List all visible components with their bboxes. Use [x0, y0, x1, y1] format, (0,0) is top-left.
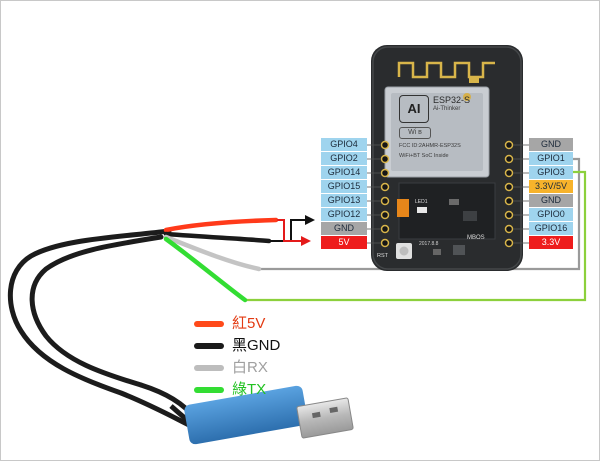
pin-label-left: GPIO12 [321, 208, 367, 221]
pin-label-left: 5V [321, 236, 367, 249]
pin-label-right: 3.3V/5V [529, 180, 573, 193]
module-logo: AI [399, 95, 429, 123]
pin-label-right: GND [529, 138, 573, 151]
wifi-bt-icon: Wi ʙ [399, 127, 431, 139]
wire-black [163, 231, 272, 244]
pin-label-right: GPIO3 [529, 166, 573, 179]
legend-label: 白RX [232, 359, 268, 376]
mbos-label: MBOS [467, 235, 485, 241]
legend-swatch [194, 321, 224, 327]
led-label: LED1 [415, 199, 428, 205]
legend-swatch [194, 365, 224, 371]
chip-fcc: FCC ID:2AHMR-ESP32S [399, 143, 461, 149]
usb-cable-coil [7, 228, 199, 429]
wire-green [163, 236, 248, 303]
wire-link-green [243, 170, 587, 302]
legend-swatch [194, 343, 224, 349]
legend-item-5v: 紅5V [194, 315, 265, 333]
pin-leads-left [367, 144, 381, 244]
wires [163, 157, 587, 303]
pin-label-left: GND [321, 222, 367, 235]
pin-label-left: GPIO2 [321, 152, 367, 165]
esp32-cam-board [371, 45, 523, 271]
pin-label-left: GPIO14 [321, 166, 367, 179]
pin-label-right: GPIO1 [529, 152, 573, 165]
wire-arrow-black [270, 219, 306, 242]
pin-label-right: 3.3V [529, 236, 573, 249]
legend-item-rx: 白RX [194, 359, 268, 377]
pin-label-left: GPIO4 [321, 138, 367, 151]
pin-label-left: GPIO13 [321, 194, 367, 207]
chip-sub: Ai-Thinker [433, 106, 461, 112]
legend-item-gnd: 黑GND [194, 337, 280, 355]
legend-label: 紅5V [232, 315, 266, 332]
chip-title: ESP32-S [433, 95, 471, 105]
legend-label: 黑GND [232, 337, 281, 354]
date-label: 2017.8.8 [419, 241, 439, 247]
chip-desc: WiFi+BT SoC Inside [399, 153, 449, 159]
pin-label-right: GPIO16 [529, 222, 573, 235]
legend-item-tx: 綠TX [194, 381, 266, 399]
wire-red [163, 217, 279, 233]
usb-plug-icon [169, 385, 354, 445]
pin-label-right: GND [529, 194, 573, 207]
legend-label: 綠TX [232, 381, 267, 398]
pin-label-right: GPIO0 [529, 208, 573, 221]
rst-label: RST [377, 253, 388, 259]
legend-swatch [194, 387, 224, 393]
pin-leads-right [513, 144, 529, 244]
wire-arrow-red [277, 219, 302, 242]
wire-white [163, 234, 262, 272]
pin-label-left: GPIO15 [321, 180, 367, 193]
